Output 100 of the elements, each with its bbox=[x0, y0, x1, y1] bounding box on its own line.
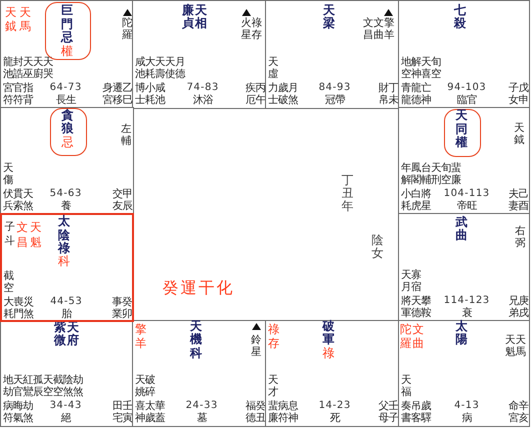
star-list: 截 bbox=[3, 270, 14, 282]
highlight-ring bbox=[444, 108, 481, 157]
palace-label: 帛未 bbox=[378, 94, 398, 106]
highlight-ring bbox=[50, 108, 87, 156]
star-list: 大喪災 bbox=[3, 296, 34, 308]
palace-cell bbox=[0, 107, 134, 215]
star-list: 年鳳台天旬蜚 bbox=[400, 162, 461, 174]
star-list: 耗虎星 bbox=[400, 200, 431, 212]
palace-label: 身遷乙 bbox=[102, 82, 132, 94]
palace-cell bbox=[265, 0, 400, 109]
palace-label: 夫己 bbox=[508, 188, 528, 200]
star-list: 月宿 bbox=[400, 281, 421, 294]
star-name: 太陰 bbox=[58, 215, 70, 242]
star-list: 力歲月 bbox=[268, 82, 298, 94]
star-name: 天魁 bbox=[504, 334, 516, 358]
palace-label: 宮移巳 bbox=[102, 94, 132, 106]
stage-label: 死 bbox=[330, 412, 340, 424]
palace-label: 父壬 bbox=[378, 400, 398, 412]
star-list: 池誥巫廚哭 bbox=[2, 68, 53, 80]
star-name: 右弼 bbox=[514, 224, 526, 249]
star-name: 天馬 bbox=[515, 334, 526, 358]
star-name: 文曲 bbox=[412, 322, 424, 351]
palace-cell bbox=[0, 0, 134, 109]
star-list: 耗門煞 bbox=[3, 308, 34, 320]
palace-label: 業卯 bbox=[112, 308, 132, 320]
star-list: 博小咸 bbox=[134, 82, 165, 94]
star-list: 劫官鸞辰空空煞煞 bbox=[2, 386, 83, 398]
palace-label: 疾丙 bbox=[245, 82, 266, 94]
stage-label: 長生 bbox=[56, 94, 76, 106]
star-list: 宮官指 bbox=[2, 82, 33, 94]
stage-label: 病 bbox=[462, 412, 472, 424]
star-list: 福 bbox=[400, 386, 411, 398]
star-name: 文曲 bbox=[373, 16, 384, 41]
transformation-mark: 忌 bbox=[60, 31, 73, 45]
palace-label: 厄午 bbox=[245, 94, 266, 106]
star-list: 龍德神 bbox=[400, 94, 431, 106]
star-list: 龍封天天天 bbox=[2, 56, 53, 68]
star-list: 喜太華 bbox=[134, 400, 165, 412]
star-list: 軍德鞍 bbox=[400, 307, 431, 320]
palace-cell bbox=[265, 320, 400, 427]
age-range: 84-93 bbox=[318, 82, 351, 94]
palace-label: 女申 bbox=[508, 94, 528, 106]
star-list: 青龍亡 bbox=[400, 82, 431, 94]
star-list: 蜚病息 bbox=[268, 400, 298, 412]
star-list: 虛 bbox=[268, 68, 278, 80]
star-list: 天破 bbox=[134, 374, 155, 386]
palace-label: 子戊 bbox=[508, 82, 528, 94]
age-range: 94-103 bbox=[447, 82, 486, 94]
star-list: 小白將 bbox=[400, 188, 431, 200]
star-list: 天 bbox=[2, 162, 13, 174]
star-list: 天寡 bbox=[400, 269, 421, 282]
star-name: 天相 bbox=[194, 4, 207, 31]
stage-label: 帝旺 bbox=[456, 200, 477, 212]
stage-label: 冠帶 bbox=[324, 94, 345, 106]
age-range: 4-13 bbox=[454, 400, 480, 412]
star-name: 鈴星 bbox=[250, 334, 262, 358]
age-range: 44-53 bbox=[50, 296, 82, 308]
stage-label: 衰 bbox=[462, 307, 472, 320]
age-range: 74-83 bbox=[186, 82, 219, 94]
palace-label: 交甲 bbox=[112, 188, 132, 200]
star-name: 文昌 bbox=[362, 16, 374, 41]
star-list: 書客驛 bbox=[400, 412, 431, 424]
transformation-mark: 權 bbox=[60, 44, 73, 58]
star-list: 將天攀 bbox=[400, 295, 431, 308]
palace-label: 母子 bbox=[378, 412, 398, 424]
star-list: 地解天旬 bbox=[400, 56, 441, 68]
transformation-mark: 權 bbox=[455, 136, 468, 150]
palace-label: 兄庚 bbox=[508, 295, 528, 308]
star-name: 祿存 bbox=[268, 322, 280, 351]
age-range: 104-113 bbox=[444, 188, 490, 200]
palace-cell bbox=[132, 320, 267, 427]
palace-cell bbox=[398, 320, 530, 427]
palace-cell bbox=[0, 320, 134, 427]
palace-label: 友辰 bbox=[112, 200, 132, 212]
age-range: 14-23 bbox=[318, 400, 351, 412]
star-list: 奏吊歲 bbox=[400, 400, 431, 412]
palace-label: 妻酉 bbox=[508, 200, 528, 212]
palace-label: 福癸 bbox=[245, 400, 266, 412]
star-list: 空 bbox=[3, 282, 14, 294]
star-name: 武曲 bbox=[455, 216, 468, 243]
star-list: 天 bbox=[268, 374, 278, 386]
star-name: 陀羅 bbox=[400, 322, 412, 351]
age-range: 114-123 bbox=[444, 295, 490, 307]
palace-label: 財丁 bbox=[378, 82, 398, 94]
star-name: 擎羊 bbox=[134, 322, 146, 351]
star-list: 地天紅孤天截陰劫 bbox=[2, 374, 83, 386]
star-list: 廉符神 bbox=[268, 412, 298, 424]
palace-cell bbox=[132, 0, 267, 109]
star-list: 士破煞 bbox=[268, 94, 298, 106]
palace-label: 宮亥 bbox=[508, 412, 528, 424]
stage-label: 沐浴 bbox=[192, 94, 213, 106]
gender-label: 陰女 bbox=[372, 234, 384, 260]
star-list: 符符背 bbox=[2, 94, 33, 106]
palace-label: 宅寅 bbox=[112, 412, 132, 424]
star-name: 天同 bbox=[455, 109, 468, 136]
star-name: 天梁 bbox=[322, 4, 335, 31]
star-name: 廉貞 bbox=[182, 4, 194, 31]
star-list: 士耗池 bbox=[134, 94, 165, 106]
star-name: 貪狼 bbox=[61, 108, 74, 136]
star-list: 病晦劫 bbox=[2, 400, 33, 412]
